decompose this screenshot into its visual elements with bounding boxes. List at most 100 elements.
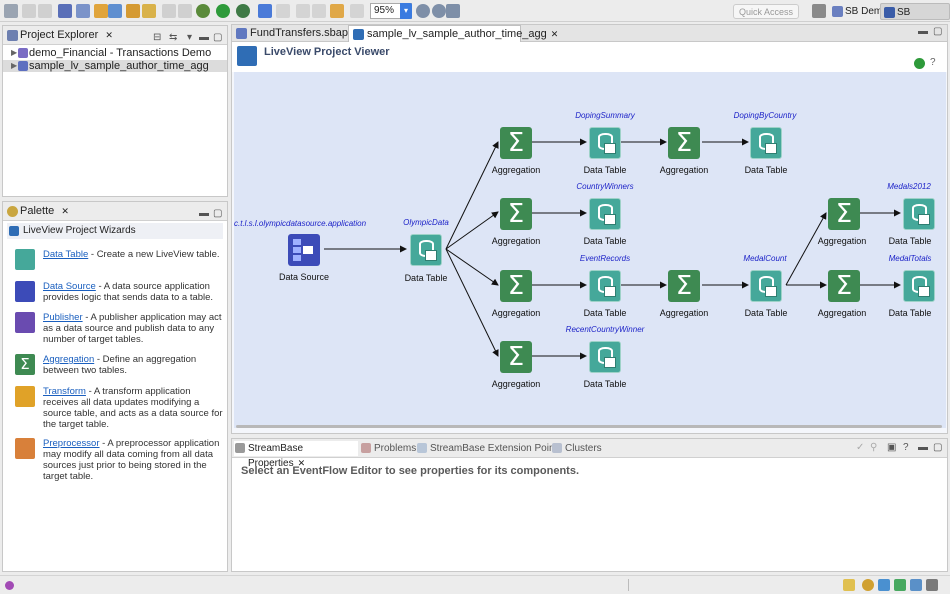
new-icon[interactable] <box>4 4 18 18</box>
new-folder-icon[interactable] <box>94 4 108 18</box>
tab-label: StreamBase Properties <box>248 443 304 469</box>
close-icon[interactable]: ✕ <box>105 30 113 40</box>
open-type-icon[interactable] <box>108 4 122 18</box>
tray-icon[interactable] <box>862 579 874 591</box>
aggregation-node[interactable]: Σ <box>828 198 860 230</box>
aggregation-node[interactable]: Σ <box>668 270 700 302</box>
expand-icon[interactable]: ▶ <box>11 61 18 70</box>
save-icon[interactable] <box>22 4 36 18</box>
tree-item-demo-financial[interactable]: ▶demo_Financial - Transactions Demo <box>3 47 227 59</box>
table-node-medals2012[interactable] <box>903 198 935 230</box>
table-node-medaltotals[interactable] <box>903 270 935 302</box>
palette-link[interactable]: Publisher <box>43 312 83 323</box>
palette-item-data-source[interactable]: Data Source - A data source application … <box>15 281 225 303</box>
tray-icon[interactable] <box>878 579 890 591</box>
tray-icon[interactable] <box>894 579 906 591</box>
debug-icon[interactable] <box>196 4 210 18</box>
edit-icon-2[interactable] <box>178 4 192 18</box>
aggregation-node[interactable]: Σ <box>828 270 860 302</box>
aggregation-node[interactable]: Σ <box>500 341 532 373</box>
toggle-icon[interactable] <box>258 4 272 18</box>
expand-icon[interactable]: ▶ <box>11 48 18 57</box>
pin-icon[interactable]: ⚲ <box>870 442 878 453</box>
help-icon[interactable]: ? <box>903 442 909 453</box>
forward-arrow-icon[interactable] <box>350 4 364 18</box>
node-label: Aggregation <box>659 165 709 175</box>
data-source-node[interactable] <box>288 234 320 266</box>
maximize-icon[interactable]: ▢ <box>933 26 943 37</box>
annotation-icon[interactable] <box>276 4 290 18</box>
table-node-dopingsummary[interactable] <box>589 127 621 159</box>
aggregation-node[interactable]: Σ <box>500 127 532 159</box>
aggregation-node[interactable]: Σ <box>500 270 532 302</box>
run-config-icon[interactable] <box>236 4 250 18</box>
zoom-in-icon[interactable] <box>432 4 446 18</box>
tray-icon[interactable] <box>910 579 922 591</box>
open-perspective-icon[interactable] <box>812 4 826 18</box>
tab-streambase-properties[interactable]: StreamBase Properties✕ <box>234 441 358 469</box>
palette-link[interactable]: Transform <box>43 386 86 397</box>
zoom-dropdown-icon[interactable]: ▾ <box>400 3 412 19</box>
tray-icon[interactable] <box>926 579 938 591</box>
table-node-olympicdata[interactable] <box>410 234 442 266</box>
new-project-icon[interactable] <box>76 4 90 18</box>
tab-clusters[interactable]: Clusters <box>551 441 602 456</box>
palette-link[interactable]: Aggregation <box>43 354 95 365</box>
wand-icon[interactable] <box>142 4 156 18</box>
palette-link[interactable]: Preprocessor <box>43 438 100 449</box>
collapse-all-icon[interactable]: ⊟ <box>153 32 162 43</box>
close-icon[interactable]: ✕ <box>297 458 306 468</box>
edit-icon[interactable] <box>162 4 176 18</box>
minimize-icon[interactable]: ▬ <box>199 32 209 43</box>
table-node-medalcount[interactable] <box>750 270 782 302</box>
tab-problems[interactable]: Problems <box>360 441 416 456</box>
perspective-sb-demos[interactable]: SB Demos <box>829 3 896 20</box>
maximize-icon[interactable]: ▢ <box>213 32 223 43</box>
prev-annotation-icon[interactable] <box>312 4 326 18</box>
minimize-icon[interactable]: ▬ <box>918 26 928 37</box>
link-editor-icon[interactable]: ⇆ <box>169 32 178 43</box>
maximize-icon[interactable]: ▢ <box>213 208 223 219</box>
tab-extension-points[interactable]: StreamBase Extension Points <box>416 441 562 456</box>
close-icon[interactable]: ✕ <box>550 29 559 39</box>
zoom-out-icon[interactable] <box>416 4 430 18</box>
check-icon[interactable]: ✓ <box>856 442 865 453</box>
palette-link[interactable]: Data Table <box>43 249 89 260</box>
minimize-icon[interactable]: ▬ <box>918 442 928 453</box>
view-menu-icon[interactable]: ▾ <box>187 32 193 43</box>
table-node-countrywinners[interactable] <box>589 198 621 230</box>
layout-icon[interactable]: ▣ <box>887 442 897 453</box>
maximize-icon[interactable]: ▢ <box>933 442 943 453</box>
explorer-title: Project Explorer <box>20 29 99 41</box>
save-all-icon[interactable] <box>38 4 52 18</box>
close-icon[interactable]: ✕ <box>61 206 69 216</box>
palette-link[interactable]: Data Source <box>43 281 96 292</box>
palette-item-publisher[interactable]: Publisher - A publisher application may … <box>15 312 225 345</box>
run-icon[interactable] <box>914 58 925 69</box>
tab-fundtransfers[interactable]: FundTransfers.sbapp <box>232 25 354 42</box>
palette-item-data-table[interactable]: Data Table - Create a new LiveView table… <box>15 249 225 270</box>
palette-item-transform[interactable]: Transform - A transform application rece… <box>15 386 225 430</box>
tree-item-sample-lv[interactable]: ▶sample_lv_sample_author_time_agg <box>3 60 227 72</box>
minimize-icon[interactable]: ▬ <box>199 208 209 219</box>
quick-access-field[interactable]: Quick Access <box>733 4 799 19</box>
help-icon[interactable]: ? <box>930 57 936 68</box>
open-resource-icon[interactable] <box>126 4 140 18</box>
palette-item-preprocessor[interactable]: Preprocessor - A preprocessor applicatio… <box>15 438 225 482</box>
tab-sample-lv[interactable]: sample_lv_sample_author_time_agg✕ <box>348 25 558 42</box>
table-node-recentcountrywinner[interactable] <box>589 341 621 373</box>
aggregation-node[interactable]: Σ <box>500 198 532 230</box>
table-node-eventrecords[interactable] <box>589 270 621 302</box>
perspective-sb-authoring[interactable]: SB Authoring <box>880 3 950 35</box>
run-icon[interactable] <box>216 4 230 18</box>
tab-label: StreamBase Extension Points <box>430 443 563 454</box>
next-annotation-icon[interactable] <box>296 4 310 18</box>
table-node-dopingbycountry[interactable] <box>750 127 782 159</box>
tray-icon[interactable] <box>843 579 855 591</box>
import-icon[interactable] <box>58 4 72 18</box>
fit-icon[interactable] <box>446 4 460 18</box>
aggregation-node[interactable]: Σ <box>668 127 700 159</box>
horizontal-scrollbar[interactable] <box>236 425 942 428</box>
back-arrow-icon[interactable] <box>330 4 344 18</box>
